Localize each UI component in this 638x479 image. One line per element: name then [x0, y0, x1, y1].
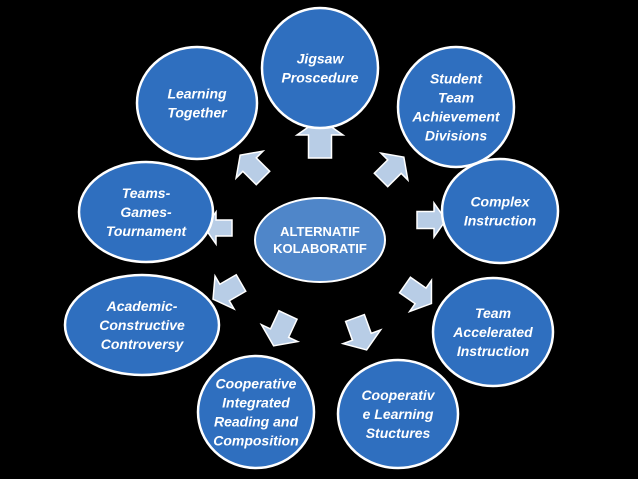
node-tgt: Teams- Games- Tournament [77, 160, 215, 264]
node-label-line: Learning [167, 86, 227, 102]
node-label-line: Academic- [106, 298, 178, 314]
arrow-to-stad [373, 151, 410, 188]
node-label-line: Cooperativ [361, 387, 435, 403]
node-label-line: Divisions [425, 128, 487, 144]
node-ellipse [431, 276, 555, 388]
node-label-line: Jigsaw [297, 51, 345, 67]
arrow-to-learning-together [234, 149, 271, 186]
node-ellipse [260, 6, 380, 130]
node-label-line: Team [475, 305, 511, 321]
node-ellipse [135, 45, 259, 161]
node-label-line: Stuctures [366, 425, 431, 441]
node-ellipse [336, 358, 460, 470]
node-ellipse [440, 157, 560, 265]
arrow-to-cls [340, 313, 383, 351]
node-label-line: Achievement [411, 109, 500, 125]
node-label-line: Instruction [457, 343, 529, 359]
node-label-line: Together [167, 105, 228, 121]
node-label-line: Controversy [101, 336, 185, 352]
node-ellipse [396, 45, 516, 169]
node-label-line: Reading and [214, 414, 298, 430]
node-ellipse [77, 160, 215, 264]
node-label-line: ALTERNATIF [280, 224, 360, 239]
arrow-to-complex-instruction [416, 200, 447, 240]
node-ellipse [63, 273, 221, 377]
center-node: ALTERNATIF KOLABORATIF [254, 197, 386, 283]
node-label-line: Accelerated [452, 324, 533, 340]
node-label-line: Composition [213, 433, 299, 449]
node-ellipse [196, 354, 316, 470]
node-label-line: Constructive [99, 317, 185, 333]
arrow-to-tai [398, 276, 433, 313]
node-label-line: Complex [470, 194, 530, 210]
node-label-line: Cooperative [216, 376, 297, 392]
arrow-to-academic-controversy [212, 273, 247, 311]
node-label-line: Teams- [122, 185, 171, 201]
arrow-to-circ [259, 309, 301, 347]
node-label-line: Team [438, 90, 474, 106]
node-label-line: Student [430, 71, 483, 87]
node-label-line: Games- [120, 204, 172, 220]
node-label-line: Instruction [464, 213, 536, 229]
node-label-line: KOLABORATIF [273, 241, 367, 256]
center-ellipse [254, 197, 386, 283]
node-label-line: Tournament [106, 223, 188, 239]
node-label-line: Integrated [222, 395, 290, 411]
node-label-line: Proscedure [281, 70, 358, 86]
node-label-line: e Learning [363, 406, 434, 422]
